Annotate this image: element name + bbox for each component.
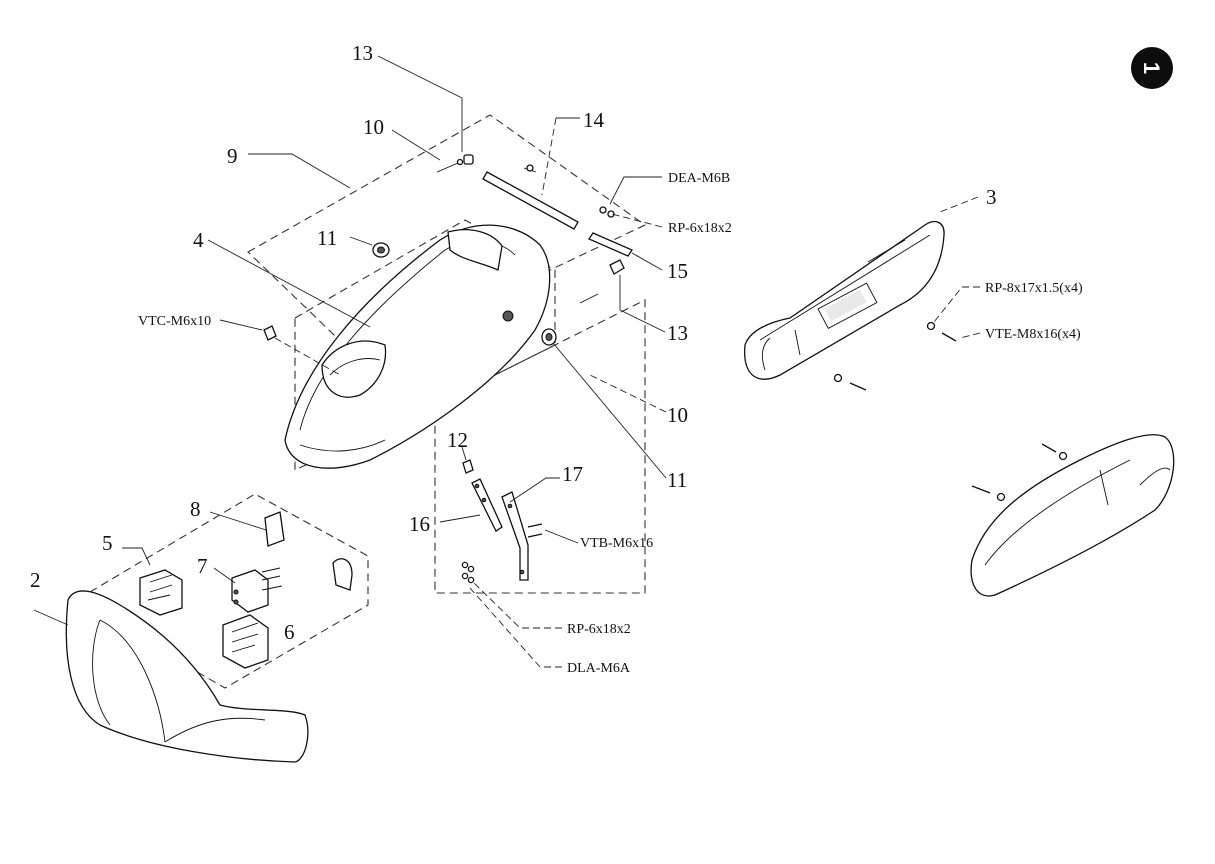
code-vte-m8x16: VTE-M8x16(x4) (985, 327, 1081, 342)
label-12: 12 (447, 428, 468, 452)
label-8: 8 (190, 497, 201, 521)
seat-cowl (65, 590, 309, 763)
small-bolt-14 (523, 164, 537, 173)
bolts-vte-m8x16 (849, 332, 1057, 494)
code-rp-6x18x2-top: RP-6x18x2 (668, 221, 732, 236)
label-10-top: 10 (363, 115, 384, 139)
screw-vtc-m6x10 (263, 325, 277, 341)
code-dea-m6b: DEA-M6B (668, 171, 730, 186)
bracket-clip-7 (231, 567, 283, 613)
nut-13-lower (609, 259, 625, 275)
bracket-clip-6 (222, 614, 269, 669)
label-11-lower: 11 (667, 468, 687, 492)
label-3: 3 (986, 185, 997, 209)
bolt-10-lower (579, 293, 599, 304)
label-4: 4 (193, 228, 204, 252)
tail-section-upper (744, 221, 945, 380)
grommet-11-upper (372, 242, 390, 258)
code-dla-m6a: DLA-M6A (567, 661, 631, 676)
bolt-10-upper (436, 158, 464, 173)
bolts-vtb-m6x16 (527, 523, 543, 538)
bracket-clip-5 (139, 569, 183, 616)
label-13-lower: 13 (667, 321, 688, 345)
bracket-16 (471, 478, 503, 532)
label-16: 16 (409, 512, 430, 536)
bracket-clip-8 (264, 511, 353, 591)
grommet-11-lower (541, 328, 557, 346)
rear-fender (284, 224, 551, 469)
label-2: 2 (30, 568, 41, 592)
label-6: 6 (284, 620, 295, 644)
leader-lines (33, 55, 981, 668)
washers-rp-8x17 (833, 321, 1068, 502)
spacer-15 (588, 232, 633, 257)
code-vtc-m6x10: VTC-M6x10 (138, 314, 211, 329)
group-outline-4 (294, 219, 556, 471)
code-vtb-m6x16: VTB-M6x16 (580, 536, 653, 551)
washer-dea-m6b (599, 206, 615, 218)
clip-12 (462, 459, 474, 474)
spacer-tube-14 (482, 171, 579, 230)
label-10-lower: 10 (667, 403, 688, 427)
code-rp-8x17: RP-8x17x1.5(x4) (985, 281, 1083, 296)
label-15: 15 (667, 259, 688, 283)
tail-section-lower (970, 434, 1175, 597)
bracket-17 (501, 491, 529, 581)
nut-13-upper (463, 154, 474, 165)
label-9: 9 (227, 144, 238, 168)
label-13-top: 13 (352, 41, 373, 65)
group-outline-9 (247, 114, 647, 361)
code-rp-6x18x2-bottom: RP-6x18x2 (567, 622, 631, 637)
group-outline-12-17 (434, 299, 646, 594)
label-5: 5 (102, 531, 113, 555)
label-11-upper: 11 (317, 226, 337, 250)
sheet-number: 1 (1139, 62, 1164, 74)
sheet-number-badge: 1 (1131, 47, 1173, 89)
washers-rp-6x18x2-lower (461, 561, 475, 584)
label-7: 7 (197, 554, 208, 578)
label-14: 14 (583, 108, 605, 132)
label-17: 17 (562, 462, 583, 486)
